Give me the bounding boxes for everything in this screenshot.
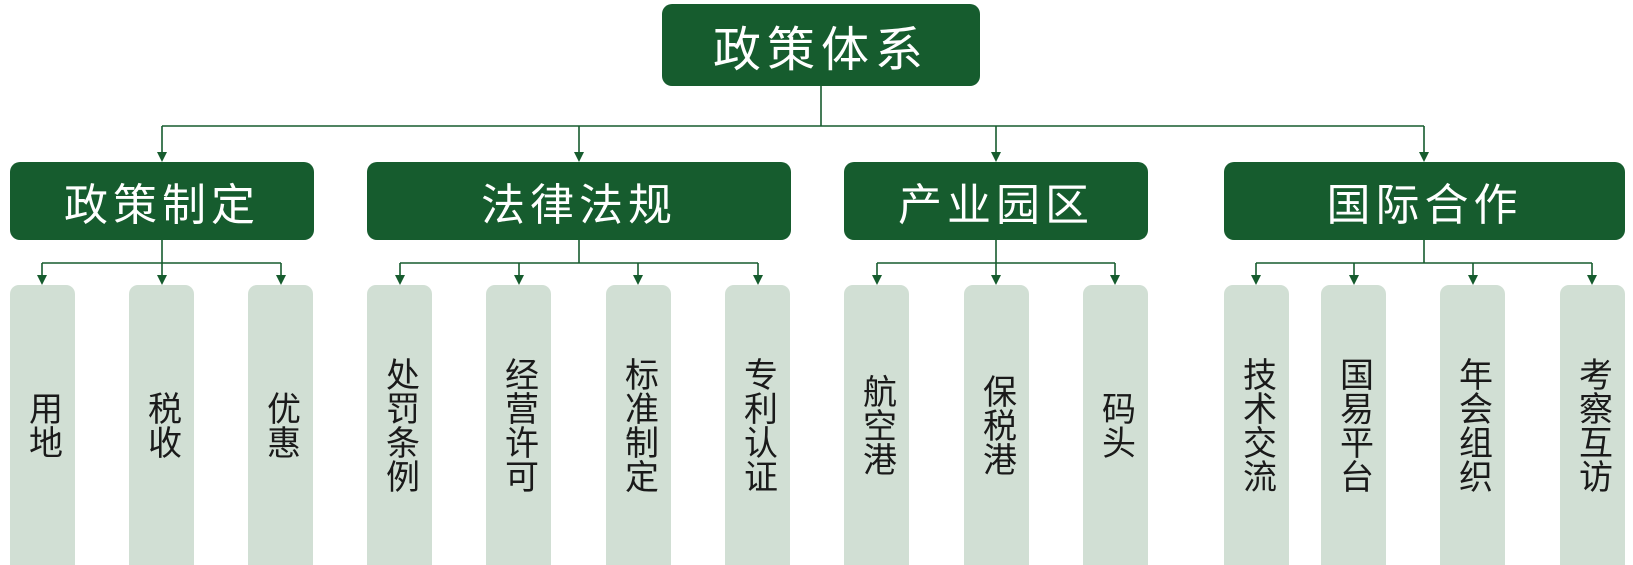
category-node-policy-making: 政策制定	[10, 162, 314, 240]
leaf-label: 优惠	[260, 391, 301, 459]
leaf-arrow	[1587, 275, 1597, 285]
category-node-industrial-parks: 产业园区	[844, 162, 1148, 240]
leaf-node: 经营许可	[486, 285, 551, 565]
leaf-label: 标准制定	[618, 357, 659, 493]
leaf-node: 用地	[10, 285, 75, 565]
category-label: 政策制定	[64, 180, 260, 231]
leaf-label: 码头	[1095, 391, 1136, 459]
leaf-arrow	[753, 275, 763, 285]
leaf-arrow	[872, 275, 882, 285]
leaf-node: 航空港	[844, 285, 909, 565]
leaf-node: 专利认证	[725, 285, 790, 565]
leaf-arrow	[157, 275, 167, 285]
category-node-international-cooperation: 国际合作	[1224, 162, 1625, 240]
leaf-label: 年会组织	[1452, 357, 1493, 493]
leaf-label: 专利认证	[737, 357, 778, 493]
root-label: 政策体系	[712, 22, 929, 78]
leaf-node: 税收	[129, 285, 194, 565]
leaf-arrow	[395, 275, 405, 285]
leaf-arrow	[1349, 275, 1359, 285]
leaf-node: 考察互访	[1560, 285, 1625, 565]
leaf-label: 经营许可	[498, 357, 539, 493]
category-label: 法律法规	[481, 180, 677, 231]
category-node-laws-regulations: 法律法规	[367, 162, 791, 240]
leaf-arrow	[37, 275, 47, 285]
leaf-arrow	[633, 275, 643, 285]
leaf-arrow	[1110, 275, 1120, 285]
leaf-node: 处罚条例	[367, 285, 432, 565]
category-arrow	[1419, 152, 1429, 162]
category-label: 产业园区	[898, 180, 1094, 231]
leaf-label: 处罚条例	[379, 357, 420, 493]
leaf-node: 国易平台	[1321, 285, 1386, 565]
leaf-node: 保税港	[964, 285, 1029, 565]
leaf-node: 标准制定	[606, 285, 671, 565]
leaf-label: 技术交流	[1236, 357, 1277, 493]
leaf-label: 国易平台	[1333, 357, 1374, 493]
category-arrow	[991, 152, 1001, 162]
leaf-label: 用地	[22, 391, 63, 459]
leaf-arrow	[1251, 275, 1261, 285]
leaf-node: 优惠	[248, 285, 313, 565]
category-arrow	[574, 152, 584, 162]
leaf-arrow	[1468, 275, 1478, 285]
leaf-label: 税收	[141, 391, 182, 459]
leaf-node: 码头	[1083, 285, 1148, 565]
root-node: 政策体系	[662, 4, 980, 86]
leaf-arrow	[276, 275, 286, 285]
leaf-label: 航空港	[856, 374, 897, 476]
leaf-label: 保税港	[976, 374, 1017, 476]
leaf-node: 年会组织	[1440, 285, 1505, 565]
leaf-node: 技术交流	[1224, 285, 1289, 565]
leaf-arrow	[514, 275, 524, 285]
leaf-label: 考察互访	[1572, 357, 1613, 493]
category-label: 国际合作	[1326, 180, 1523, 231]
category-arrow	[157, 152, 167, 162]
leaf-arrow	[991, 275, 1001, 285]
